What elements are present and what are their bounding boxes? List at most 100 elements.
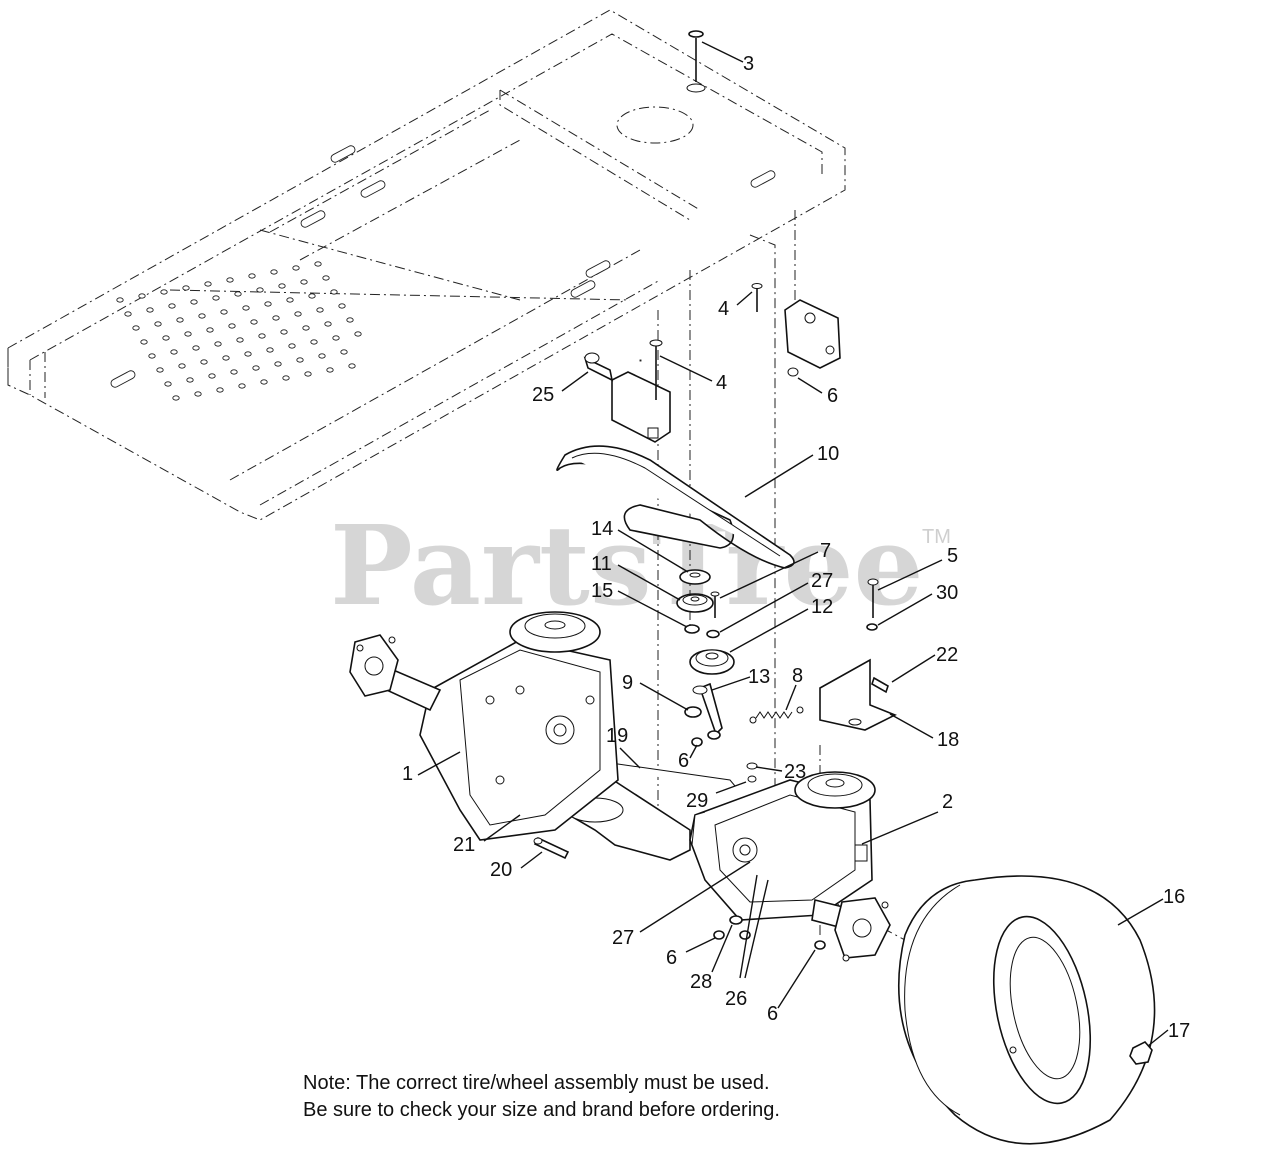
washer-9 xyxy=(684,706,702,718)
callout-29: 29 xyxy=(686,790,708,812)
floor-hole xyxy=(220,309,228,315)
washer-25 xyxy=(706,629,720,639)
callout-7: 7 xyxy=(820,540,831,562)
floor-hole xyxy=(222,355,230,361)
callout-10: 10 xyxy=(817,443,839,465)
transmission-bracket-18 xyxy=(819,658,897,731)
floor-hole xyxy=(248,273,256,279)
callout-17: 17 xyxy=(1168,1020,1190,1042)
floor-hole xyxy=(340,349,348,355)
floor-hole xyxy=(172,395,180,401)
callout-20: 20 xyxy=(490,859,512,881)
floor-hole xyxy=(278,283,286,289)
floor-hole xyxy=(192,345,200,351)
floor-hole xyxy=(176,317,184,323)
chassis-frame xyxy=(7,9,846,521)
callout-4-lower: 4 xyxy=(716,372,727,394)
transmission-2 xyxy=(689,771,891,962)
floor-hole xyxy=(214,341,222,347)
idler-pulley-12 xyxy=(689,649,735,675)
callout-18: 18 xyxy=(937,729,959,751)
floor-hole xyxy=(204,281,212,287)
floor-hole xyxy=(294,311,302,317)
floor-hole xyxy=(324,321,332,327)
drive-belt-10 xyxy=(556,445,795,569)
callout-4-upper: 4 xyxy=(718,298,729,320)
floor-hole xyxy=(302,325,310,331)
leader-lines xyxy=(417,41,1169,1047)
floor-hole xyxy=(124,311,132,317)
floor-hole xyxy=(168,303,176,309)
floor-hole xyxy=(332,335,340,341)
floor-hole xyxy=(184,331,192,337)
bolt-22 xyxy=(871,676,889,694)
floor-hole xyxy=(182,285,190,291)
idler-pulley-14 xyxy=(679,569,711,585)
floor-hole xyxy=(186,377,194,383)
callout-27-lower: 28 xyxy=(690,971,712,993)
callout-15: 15 xyxy=(591,580,613,602)
note-line-1: Note: The correct tire/wheel assembly mu… xyxy=(303,1072,770,1094)
floor-hole xyxy=(160,289,168,295)
floor-hole xyxy=(132,325,140,331)
floor-hole xyxy=(162,335,170,341)
idler-pulley-11 xyxy=(676,593,714,613)
floor-hole xyxy=(292,265,300,271)
callout-8: 8 xyxy=(792,665,803,687)
floor-hole xyxy=(146,307,154,313)
callout-19: 19 xyxy=(606,725,628,747)
floor-hole xyxy=(272,315,280,321)
floor-hole xyxy=(282,375,290,381)
floor-hole xyxy=(212,295,220,301)
floor-hole xyxy=(304,371,312,377)
floor-hole xyxy=(244,351,252,357)
note-line-2: Be sure to check your size and brand bef… xyxy=(303,1099,780,1121)
floor-hole xyxy=(164,381,172,387)
frame-bracket-left xyxy=(583,339,671,443)
floor-hole xyxy=(316,307,324,313)
floor-hole xyxy=(286,297,294,303)
floor-hole xyxy=(200,359,208,365)
floor-hole xyxy=(228,323,236,329)
callout-1: 1 xyxy=(402,763,413,785)
floor-holes xyxy=(116,261,362,401)
floor-hole xyxy=(236,337,244,343)
washer-29 xyxy=(747,775,757,783)
watermark-trademark: TM xyxy=(922,526,951,548)
floor-hole xyxy=(206,327,214,333)
floor-hole xyxy=(216,387,224,393)
floor-hole xyxy=(338,303,346,309)
floor-hole xyxy=(148,353,156,359)
callout-22: 22 xyxy=(936,644,958,666)
floor-hole xyxy=(260,379,268,385)
floor-hole xyxy=(280,329,288,335)
floor-hole xyxy=(274,361,282,367)
nut-6-lower-left xyxy=(713,930,725,940)
floor-hole xyxy=(198,313,206,319)
floor-hole xyxy=(264,301,272,307)
callout-3: 3 xyxy=(743,53,754,75)
callout-6-upper: 6 xyxy=(827,385,838,407)
floor-hole xyxy=(310,339,318,345)
spring-8 xyxy=(749,706,804,724)
callout-13: 13 xyxy=(748,666,770,688)
washer-15 xyxy=(684,624,700,634)
floor-hole xyxy=(226,277,234,283)
floor-hole xyxy=(250,319,258,325)
callout-11: 11 xyxy=(591,553,612,575)
floor-hole xyxy=(256,287,264,293)
idler-arm-13 xyxy=(692,682,723,740)
callout-2: 2 xyxy=(942,791,953,813)
floor-hole xyxy=(258,333,266,339)
floor-hole xyxy=(178,363,186,369)
callout-28: 25 xyxy=(532,384,554,406)
floor-hole xyxy=(238,383,246,389)
callout-6-idler: 6 xyxy=(678,750,689,772)
bolt-5 xyxy=(867,578,879,618)
floor-hole xyxy=(234,291,242,297)
pin-20 xyxy=(533,836,570,860)
floor-hole xyxy=(300,279,308,285)
floor-hole xyxy=(140,339,148,345)
